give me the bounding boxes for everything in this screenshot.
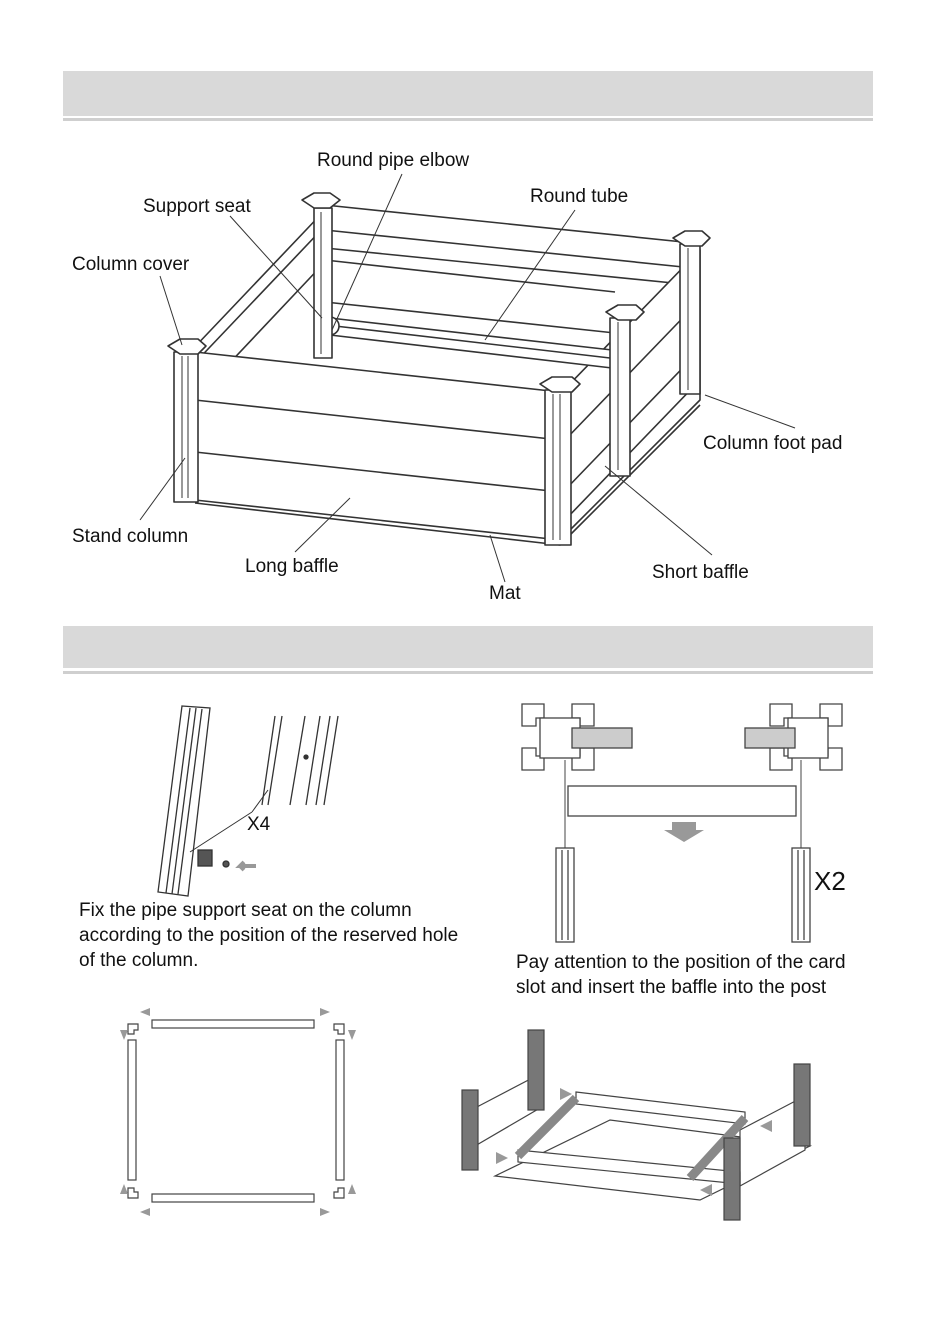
label-short-baffle: Short baffle (652, 562, 749, 583)
step1-multiplier: X4 (247, 814, 271, 835)
label-support-seat: Support seat (143, 196, 251, 217)
label-stand-column: Stand column (72, 526, 188, 547)
step1-caption: Fix the pipe support seat on the column … (79, 900, 459, 971)
section-header-band-1 (63, 71, 873, 116)
section-header-rule-2 (63, 671, 873, 674)
raised-bed-parts-diagram: Round pipe elbow Support seat Round tube… (72, 150, 842, 604)
label-long-baffle: Long baffle (245, 556, 339, 577)
section-header-rule-1 (63, 118, 873, 121)
label-mat: Mat (489, 583, 521, 604)
step2-caption: Pay attention to the position of the car… (516, 952, 846, 998)
section-header-band-2 (63, 626, 873, 668)
label-column-foot-pad: Column foot pad (703, 433, 842, 454)
label-column-cover: Column cover (72, 254, 190, 275)
label-round-tube: Round tube (530, 186, 628, 207)
step2-multiplier: X2 (814, 866, 846, 896)
label-round-pipe-elbow: Round pipe elbow (317, 150, 469, 171)
